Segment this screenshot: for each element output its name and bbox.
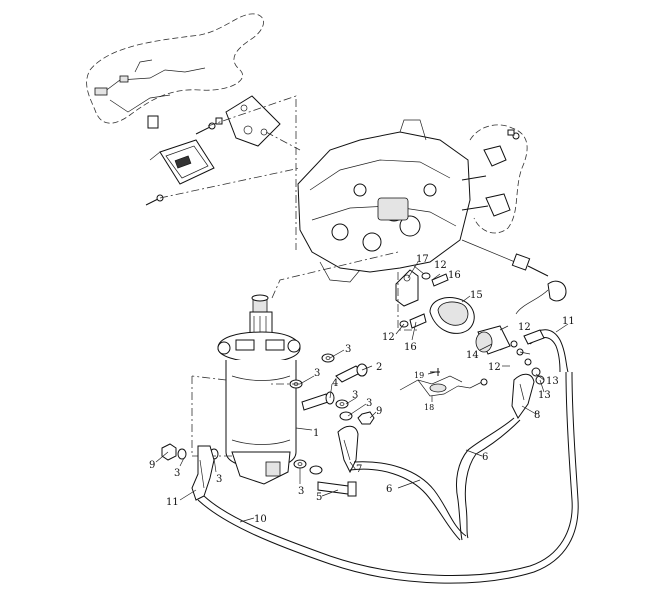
callout-3: 3 <box>174 468 180 479</box>
callout-13: 13 <box>538 390 551 401</box>
callout-9: 9 <box>376 406 382 417</box>
ecu-module <box>149 139 215 185</box>
washer-3-d <box>339 411 353 421</box>
callout-3: 3 <box>314 368 320 379</box>
leader-lines <box>155 261 569 523</box>
callout-15: 15 <box>470 290 483 301</box>
callout-12: 12 <box>518 322 531 333</box>
callout-3: 3 <box>216 474 222 485</box>
callout-7: 7 <box>356 464 362 475</box>
callout-11: 11 <box>166 497 179 508</box>
lead-11-right <box>523 329 569 373</box>
washer-3-f <box>309 465 323 475</box>
oil-pressure-switch <box>461 239 549 277</box>
relay-bracket <box>395 269 419 307</box>
callout-labels: 1 2 3 3 3 3 3 3 3 4 5 6 6 7 8 9 9 10 11 … <box>149 254 575 525</box>
lead-11-left <box>191 445 215 501</box>
sensor-terminal <box>515 280 567 315</box>
washer-3-c <box>335 399 349 409</box>
ignition-bracket-plate <box>225 95 281 147</box>
bolt-5 <box>317 481 357 497</box>
nuts-washers-12-13 <box>510 340 545 385</box>
callout-17: 17 <box>416 254 429 265</box>
ghost-harness-outline <box>86 13 264 129</box>
callout-10: 10 <box>254 514 267 525</box>
nut-9-right <box>357 411 375 425</box>
callout-8: 8 <box>534 410 540 421</box>
nut-9-left <box>161 443 177 461</box>
bolt-4 <box>301 391 335 411</box>
callout-12: 12 <box>382 332 395 343</box>
callout-2: 2 <box>376 362 382 373</box>
washer-3-e <box>293 459 307 469</box>
washer-3-a <box>321 353 335 363</box>
callout-6: 6 <box>482 452 488 463</box>
callout-1: 1 <box>313 428 319 439</box>
ghost-plug-caps <box>461 124 528 234</box>
washer-12-upper <box>421 272 431 280</box>
callout-16: 16 <box>448 270 461 281</box>
starter-motor-1 <box>217 294 301 485</box>
cable-6 <box>349 417 521 541</box>
callout-3: 3 <box>345 344 351 355</box>
callout-13: 13 <box>546 376 559 387</box>
bolt-16-upper <box>431 273 449 287</box>
callout-12: 12 <box>488 362 501 373</box>
callout-12: 12 <box>434 260 447 271</box>
callout-4: 4 <box>332 378 338 389</box>
starter-relay-15 <box>429 297 475 334</box>
bolt-2 <box>335 363 368 383</box>
callout-16: 16 <box>404 342 417 353</box>
callout-3: 3 <box>298 486 304 497</box>
callout-18: 18 <box>424 403 434 412</box>
callout-9: 9 <box>149 460 155 471</box>
callout-3: 3 <box>352 390 358 401</box>
cable-10 <box>197 371 579 584</box>
callout-11: 11 <box>562 316 575 327</box>
engine-block <box>297 119 471 283</box>
washer-3-g <box>177 448 187 460</box>
callout-14: 14 <box>466 350 479 361</box>
callout-6: 6 <box>386 484 392 495</box>
callout-5: 5 <box>316 492 322 503</box>
callout-19: 19 <box>414 371 424 380</box>
callout-3: 3 <box>366 398 372 409</box>
lead-8 <box>511 373 535 419</box>
lead-7 <box>337 425 359 474</box>
bolt-16-lower <box>409 313 427 329</box>
